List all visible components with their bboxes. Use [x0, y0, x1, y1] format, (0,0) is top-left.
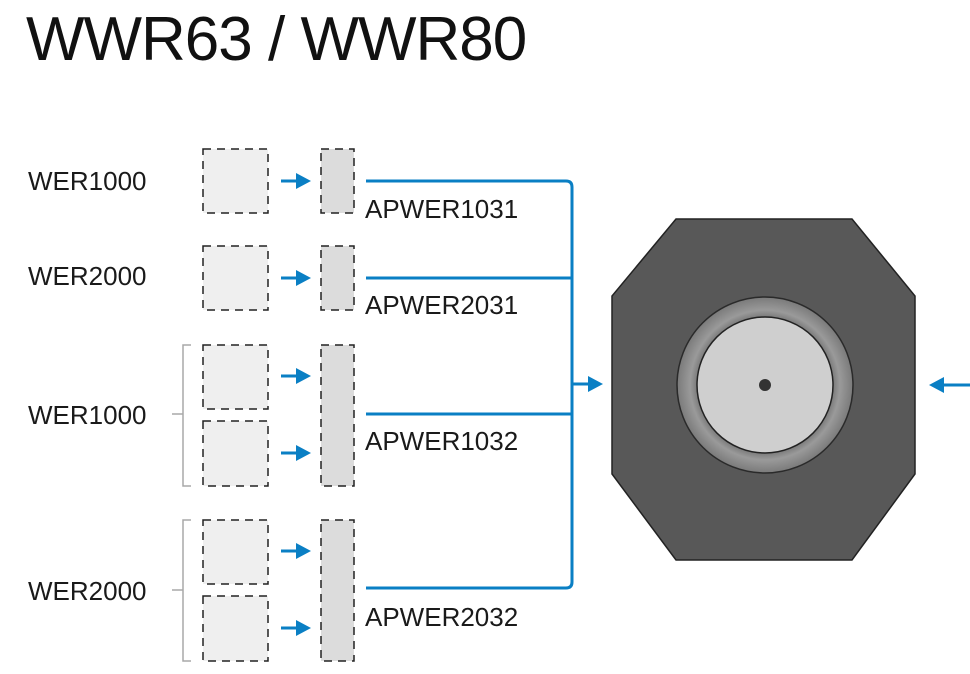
adapter-box-4: [320, 519, 355, 662]
adapter-box-3: [320, 344, 355, 487]
wer-label-3: WER1000: [28, 400, 147, 430]
wer-label-1: WER1000: [28, 166, 147, 196]
housing-center-dot: [759, 379, 771, 391]
arrow-from-right-icon: [929, 377, 970, 393]
arrow-icon-3a: [281, 368, 311, 384]
row-2: WER2000 APWER2031: [28, 245, 518, 320]
adapter-box-2: [320, 245, 355, 311]
wer-module-box-3a: [202, 344, 269, 410]
bracket-3: [182, 344, 191, 487]
adapter-box-1: [320, 148, 355, 214]
bracket-4: [182, 519, 191, 662]
wer-label-2: WER2000: [28, 261, 147, 291]
wer-label-4: WER2000: [28, 576, 147, 606]
wer-module-box-1: [202, 148, 269, 214]
adapter-label-4: APWER2032: [365, 602, 518, 632]
wer-module-box-4a: [202, 519, 269, 585]
arrow-icon-4a: [281, 543, 311, 559]
connector-lines: [366, 179, 574, 590]
wer-module-box-2: [202, 245, 269, 311]
wer-module-box-4b: [202, 595, 269, 662]
arrow-icon-1: [281, 173, 311, 189]
row-3: WER1000 APWER1032: [28, 344, 518, 487]
row-4: WER2000 APWER2032: [28, 519, 518, 662]
adapter-label-1: APWER1031: [365, 194, 518, 224]
arrow-icon-3b: [281, 445, 311, 461]
row-1: WER1000 APWER1031: [28, 148, 518, 224]
adapter-label-3: APWER1032: [365, 426, 518, 456]
adapter-label-2: APWER2031: [365, 290, 518, 320]
housing: [611, 218, 916, 561]
wer-module-box-3b: [202, 420, 269, 487]
arrow-icon-2: [281, 270, 311, 286]
arrow-icon-4b: [281, 620, 311, 636]
arrow-to-housing-icon: [573, 376, 603, 392]
page-title: WWR63 / WWR80: [26, 5, 527, 74]
